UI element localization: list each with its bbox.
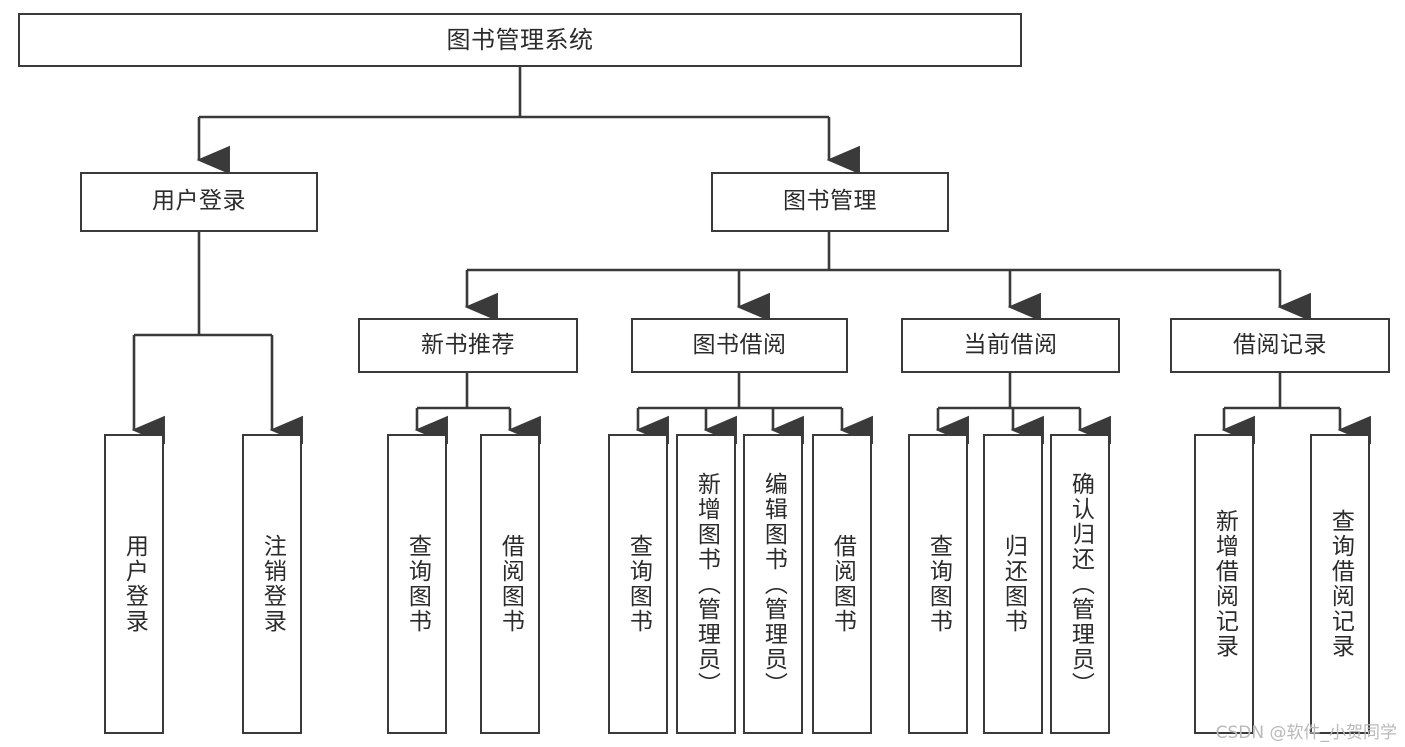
node-label: 新增图书（管理员） xyxy=(693,471,720,697)
leaf-borrow-book[interactable]: 借阅图书 xyxy=(812,434,872,734)
node-label: 新增借阅记录 xyxy=(1211,509,1238,659)
csdn-watermark: CSDN @软件_小贺同学 xyxy=(1215,723,1397,743)
node-label: 查询借阅记录 xyxy=(1327,509,1354,659)
leaf-query-borrow-record[interactable]: 查询借阅记录 xyxy=(1310,434,1370,734)
leaf-query-book-new[interactable]: 查询图书 xyxy=(387,434,447,734)
leaf-query-book-borrow[interactable]: 查询图书 xyxy=(608,434,668,734)
leaf-query-book-current[interactable]: 查询图书 xyxy=(908,434,968,734)
node-label: 注销登录 xyxy=(259,534,286,634)
node-label: 归还图书 xyxy=(1000,534,1027,634)
node-label: 借阅图书 xyxy=(829,534,856,634)
node-root-system[interactable]: 图书管理系统 xyxy=(18,13,1022,67)
node-label: 图书借阅 xyxy=(692,331,787,358)
leaf-logout[interactable]: 注销登录 xyxy=(242,434,302,734)
node-label: 图书管理 xyxy=(783,188,877,215)
leaf-user-login[interactable]: 用户登录 xyxy=(104,434,164,734)
node-current-borrow[interactable]: 当前借阅 xyxy=(901,318,1120,373)
node-book-borrow[interactable]: 图书借阅 xyxy=(631,318,848,373)
node-label: 确认归还（管理员） xyxy=(1067,471,1094,697)
node-label: 用户登录 xyxy=(152,188,246,215)
node-book-management[interactable]: 图书管理 xyxy=(711,172,949,232)
node-label: 用户登录 xyxy=(121,534,148,634)
leaf-confirm-return-admin[interactable]: 确认归还（管理员） xyxy=(1050,434,1110,734)
node-label: 当前借阅 xyxy=(963,331,1058,358)
leaf-borrow-book-new[interactable]: 借阅图书 xyxy=(480,434,540,734)
node-label: 查询图书 xyxy=(625,534,652,634)
node-label: 查询图书 xyxy=(925,534,952,634)
node-label: 编辑图书（管理员） xyxy=(760,471,787,697)
leaf-add-borrow-record[interactable]: 新增借阅记录 xyxy=(1194,434,1254,734)
node-user-login[interactable]: 用户登录 xyxy=(80,172,318,232)
leaf-add-book-admin[interactable]: 新增图书（管理员） xyxy=(676,434,736,734)
node-borrow-record[interactable]: 借阅记录 xyxy=(1170,318,1390,373)
node-label: 新书推荐 xyxy=(421,331,515,358)
node-label: 借阅记录 xyxy=(1233,331,1327,358)
node-new-book-recommend[interactable]: 新书推荐 xyxy=(358,318,578,373)
leaf-edit-book-admin[interactable]: 编辑图书（管理员） xyxy=(743,434,803,734)
node-label: 借阅图书 xyxy=(497,534,524,634)
node-label: 查询图书 xyxy=(404,534,431,634)
leaf-return-book[interactable]: 归还图书 xyxy=(983,434,1043,734)
node-label: 图书管理系统 xyxy=(446,25,594,54)
